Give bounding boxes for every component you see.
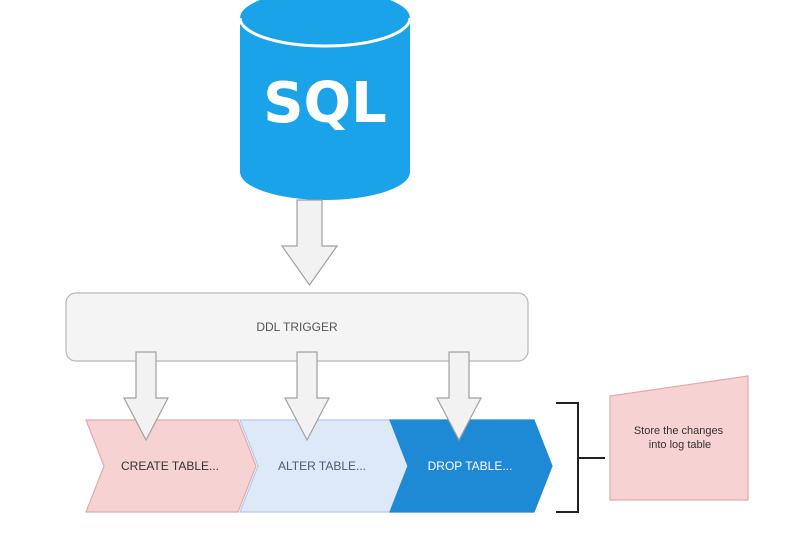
- grouping-bracket: [556, 402, 605, 513]
- step-alter-table: ALTER TABLE...: [239, 419, 409, 513]
- step-label: ALTER TABLE...: [278, 459, 366, 473]
- note-line-2: into log table: [649, 439, 711, 451]
- down-arrow: [284, 351, 330, 442]
- note-label: Store the changes into log table: [634, 425, 726, 451]
- database-cylinder-body: [240, 18, 410, 200]
- trigger-label: DDL TRIGGER: [256, 320, 338, 334]
- step-label: CREATE TABLE...: [121, 459, 219, 473]
- database-rim-line: [238, 17, 412, 48]
- step-chevron: [85, 419, 257, 513]
- step-create-table: CREATE TABLE...: [85, 419, 257, 513]
- down-arrow: [436, 351, 482, 442]
- arrow-database-to-trigger: [280, 199, 339, 287]
- note-shape: [609, 375, 749, 501]
- log-table-note: Store the changes into log table: [609, 375, 749, 501]
- sql-database: SQL: [238, 0, 412, 200]
- ddl-trigger-box: DDL TRIGGER: [65, 292, 529, 362]
- note-line-1: Store the changes: [634, 425, 724, 437]
- arrow-trigger-to-alter: [284, 351, 330, 442]
- step-chevron: [389, 419, 553, 513]
- database-label: SQL: [263, 71, 387, 136]
- down-arrow: [280, 199, 339, 287]
- arrow-trigger-to-create: [123, 351, 169, 442]
- bracket-line: [556, 402, 605, 513]
- step-label: DROP TABLE...: [428, 459, 513, 473]
- down-arrow: [123, 351, 169, 442]
- database-cylinder-top: [240, 0, 410, 46]
- step-drop-table: DROP TABLE...: [389, 419, 553, 513]
- arrow-trigger-to-drop: [436, 351, 482, 442]
